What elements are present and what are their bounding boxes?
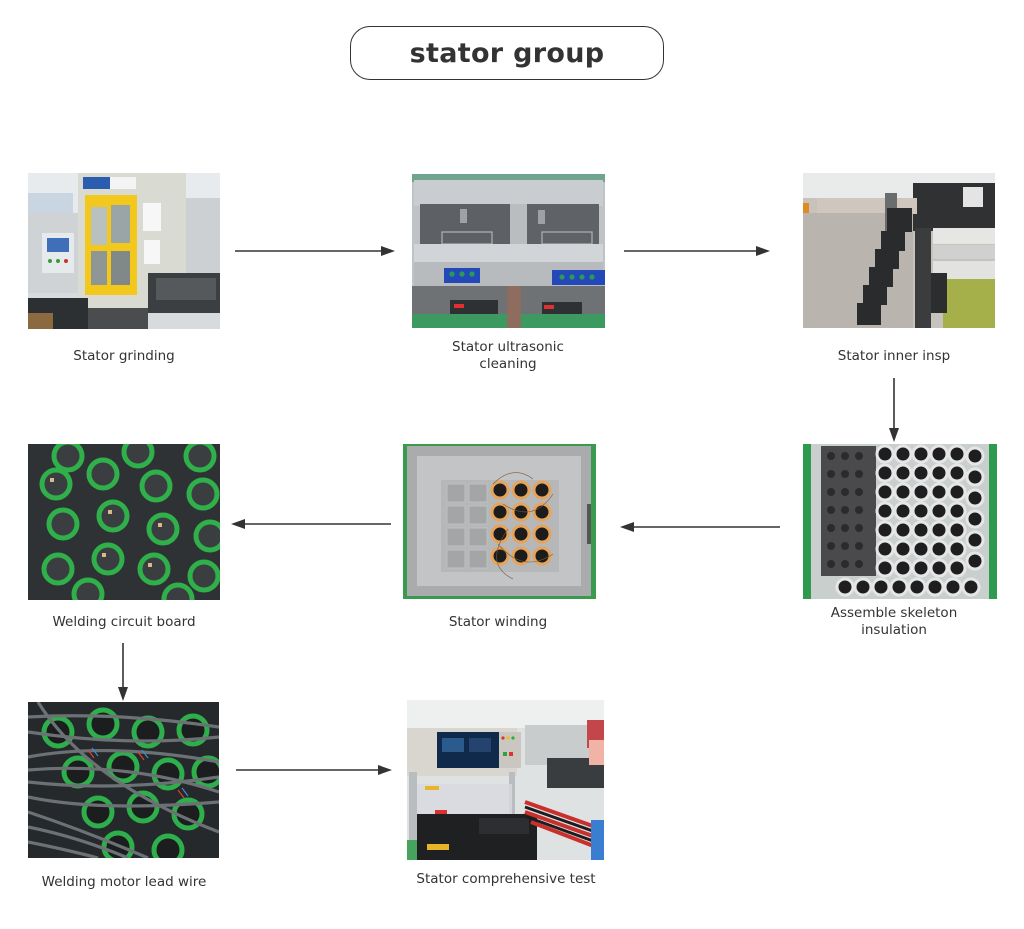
step-label-inner-inspection: Stator inner insp <box>796 348 992 365</box>
flow-arrow-down <box>115 643 131 703</box>
step-label-comprehensive-test: Stator comprehensive test <box>400 871 612 888</box>
diagram-title: stator group <box>409 37 605 69</box>
flow-arrow-down <box>886 378 902 444</box>
inner-inspection-photo <box>803 173 995 328</box>
step-label-grinding: Stator grinding <box>28 348 220 365</box>
step-label-ultrasonic-cleaning: Stator ultrasonic cleaning <box>408 339 608 373</box>
step-label-line: cleaning <box>479 356 537 372</box>
circuit-board-welding-photo <box>28 444 220 600</box>
lead-wire-welding-photo <box>28 702 219 858</box>
step-label-skeleton-insulation: Assemble skeleton insulation <box>796 605 992 639</box>
flow-arrow-right <box>624 243 772 259</box>
flow-arrow-right <box>235 243 397 259</box>
flow-arrow-right <box>236 762 394 778</box>
skeleton-insulation-photo <box>803 444 997 599</box>
step-label-line: Stator ultrasonic <box>452 339 564 355</box>
step-label-welding-circuit-board: Welding circuit board <box>20 614 228 631</box>
step-label-text: Welding circuit board <box>52 614 196 630</box>
comprehensive-test-photo <box>407 700 604 860</box>
step-label-text: Stator comprehensive test <box>416 871 596 887</box>
flow-arrow-left <box>231 516 391 532</box>
title-box: stator group <box>350 26 664 80</box>
grinding-machine-photo <box>28 173 220 329</box>
step-label-welding-lead-wire: Welding motor lead wire <box>16 874 232 891</box>
step-label-text: Stator grinding <box>73 348 175 364</box>
flow-arrow-left <box>620 519 780 535</box>
step-label-text: Stator inner insp <box>837 348 951 364</box>
stator-winding-photo <box>403 444 596 599</box>
step-label-line: Assemble skeleton <box>830 605 958 621</box>
step-label-text: Stator winding <box>448 614 548 630</box>
step-label-text: Welding motor lead wire <box>41 874 207 890</box>
ultrasonic-cleaner-photo <box>412 174 605 328</box>
step-label-winding: Stator winding <box>398 614 598 631</box>
step-label-line: insulation <box>861 622 927 638</box>
